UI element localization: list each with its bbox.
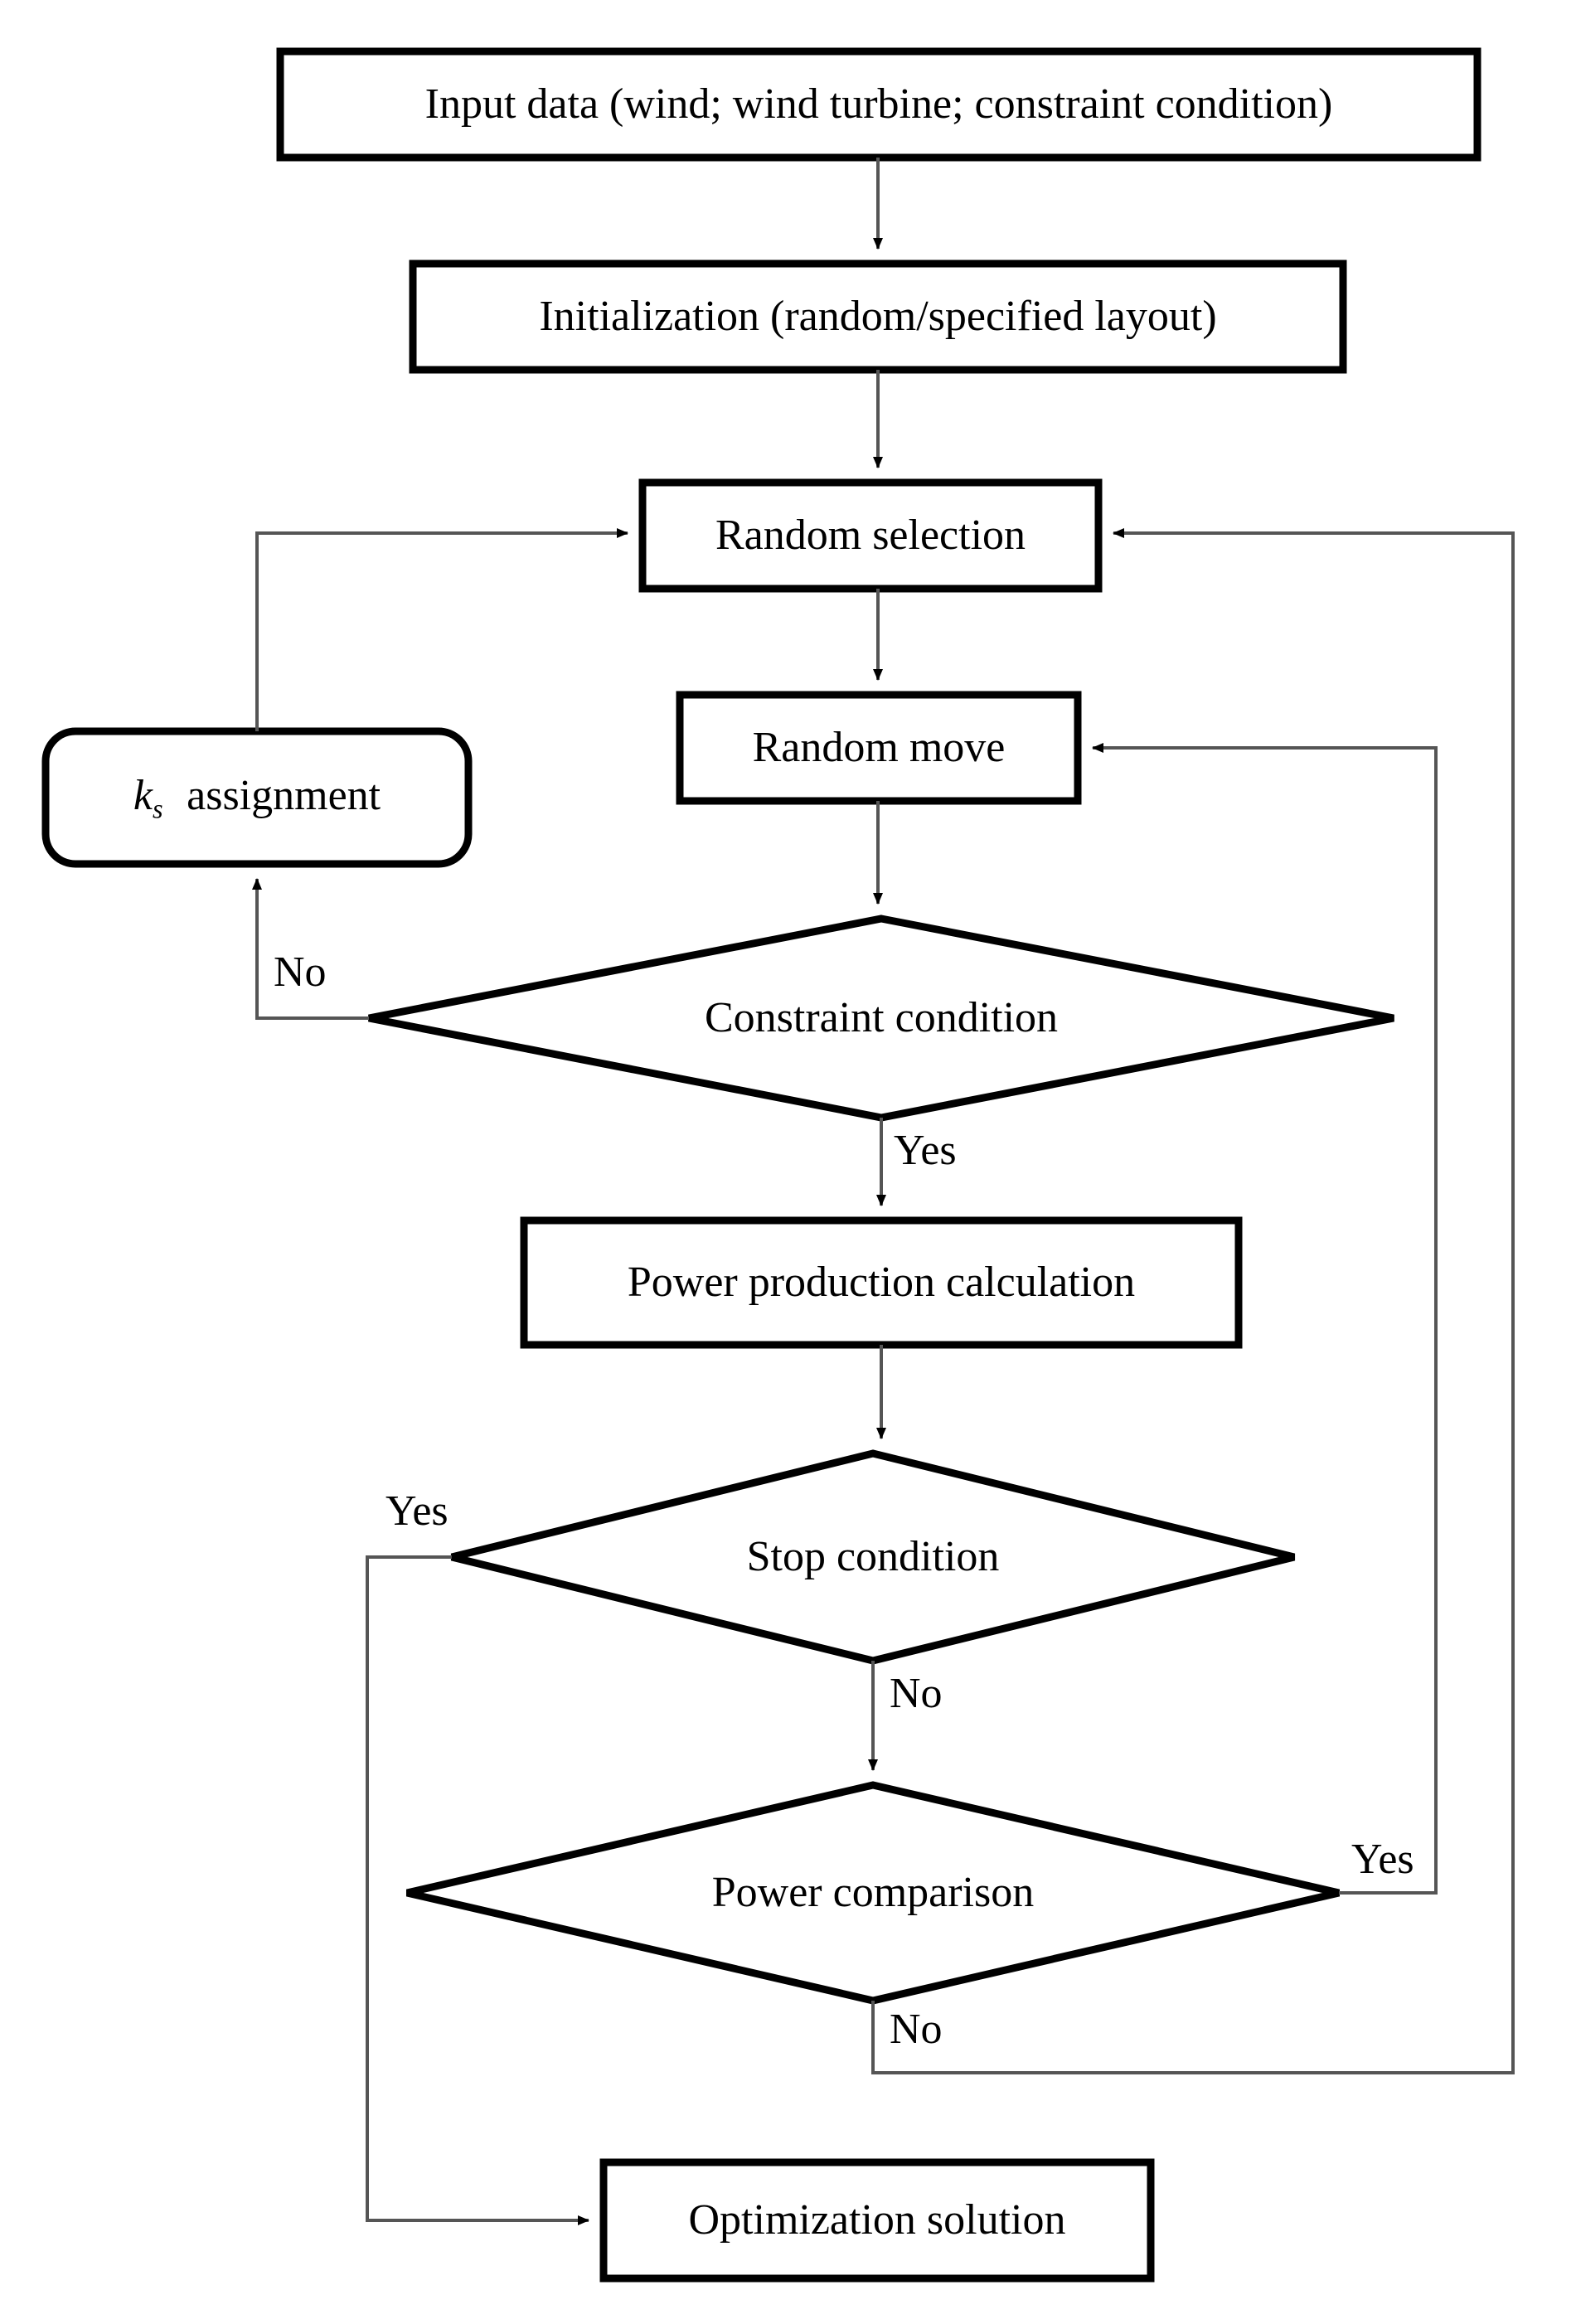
edge-stop-yes-to-optimization-solution: [366, 1555, 589, 2225]
node-power-production-calculation: [520, 1216, 1243, 1349]
edge-power-comparison-no-to-random-selection: [871, 528, 1515, 2074]
node-input-data: [276, 47, 1481, 162]
node-optimization-solution: [599, 2158, 1155, 2283]
node-random-selection: [638, 478, 1103, 593]
edge-constraint-no-to-ks-assignment: [252, 878, 369, 1020]
node-power-comparison: [405, 1781, 1341, 2005]
edge-ks-assignment-to-random-selection: [255, 528, 628, 731]
node-stop-condition: [450, 1449, 1296, 1665]
node-constraint-condition: [368, 915, 1394, 1122]
node-random-move: [676, 691, 1082, 805]
node-initialization: [409, 260, 1347, 374]
edge-power-comparison-yes-to-random-move: [1092, 743, 1438, 1895]
node-ks-assignment: [41, 727, 473, 868]
